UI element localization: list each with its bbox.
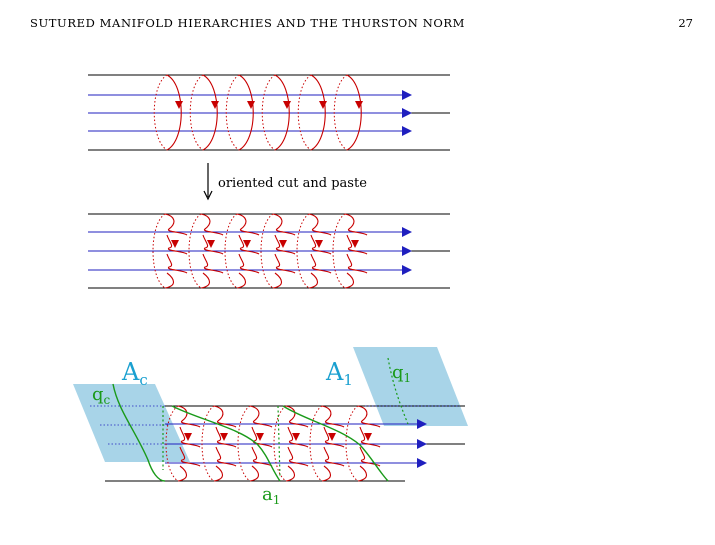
meridian-loop-back — [189, 74, 204, 151]
meridian-loop-back — [273, 405, 287, 482]
green-curve-qc — [112, 383, 166, 482]
surgered-loop — [236, 213, 260, 289]
surgered-loop — [164, 213, 188, 289]
red-arrowhead — [256, 433, 264, 441]
meridian-loop-back — [188, 213, 202, 289]
surgered-loop — [200, 213, 224, 289]
label-Ac: Ac — [121, 358, 148, 389]
label-A1: A1 — [325, 358, 353, 389]
meridian-loop-back — [237, 405, 251, 482]
meridian-loop-front — [274, 74, 290, 151]
top-diagram — [88, 74, 450, 151]
meridian-loop-front — [310, 74, 326, 151]
green-dotted-curve-q1 — [387, 357, 409, 425]
surgered-loop — [344, 213, 368, 289]
red-arrowhead — [328, 433, 336, 441]
meridian-loop-back — [165, 405, 179, 482]
surgered-loop — [285, 405, 309, 482]
red-arrowhead — [351, 240, 359, 248]
meridian-loop-back — [260, 213, 274, 289]
middle-diagram — [88, 213, 450, 289]
red-arrowhead — [315, 240, 323, 248]
meridian-loop-back — [201, 405, 215, 482]
red-arrowhead — [211, 101, 219, 109]
red-arrowhead — [220, 433, 228, 441]
label-qc: qc — [92, 384, 111, 407]
meridian-loop-front — [238, 74, 254, 151]
surgered-loop — [213, 405, 237, 482]
meridian-loop-back — [296, 213, 310, 289]
surgered-loop — [357, 405, 381, 482]
red-arrowhead — [207, 240, 215, 248]
green-curve-a1 — [171, 405, 281, 482]
arrow-label: oriented cut and paste — [218, 176, 367, 191]
meridian-loop-front — [346, 74, 362, 151]
meridian-loop-back — [224, 213, 238, 289]
red-arrowhead — [279, 240, 287, 248]
red-arrowhead — [292, 433, 300, 441]
surgered-loop — [272, 213, 296, 289]
meridian-loop-front — [202, 74, 218, 151]
meridian-loop-back — [345, 405, 359, 482]
red-arrowhead — [319, 101, 327, 109]
annulus-A1 — [353, 347, 468, 426]
surgered-loop — [177, 405, 201, 482]
meridian-loop-back — [297, 74, 312, 151]
red-arrowhead — [355, 101, 363, 109]
bottom-diagram: Ac qc A1 q1 a1 — [73, 347, 468, 507]
page-number: 27 — [678, 16, 693, 30]
running-head: SUTURED MANIFOLD HIERARCHIES AND THE THU… — [30, 16, 466, 30]
meridian-loop-back — [332, 213, 346, 289]
page-header: SUTURED MANIFOLD HIERARCHIES AND THE THU… — [0, 16, 715, 36]
label-q1: q1 — [392, 362, 411, 385]
meridian-loop-back — [309, 405, 323, 482]
meridian-loop-back — [225, 74, 240, 151]
surgered-loop — [321, 405, 345, 482]
red-arrowhead — [243, 240, 251, 248]
meridian-loop-back — [261, 74, 276, 151]
red-arrowhead — [175, 101, 183, 109]
red-arrowhead — [171, 240, 179, 248]
red-arrowhead — [364, 433, 372, 441]
green-dotted-curve — [277, 405, 281, 479]
red-arrowhead — [247, 101, 255, 109]
surgered-loop — [308, 213, 332, 289]
green-curve — [282, 405, 389, 482]
cut-paste-arrow: oriented cut and paste — [203, 163, 367, 201]
meridian-loop-back — [333, 74, 348, 151]
label-a1: a1 — [262, 484, 280, 507]
annulus-Ac — [73, 384, 190, 462]
meridian-loop-back — [152, 213, 166, 289]
red-arrowhead — [184, 433, 192, 441]
meridian-loop-front — [166, 74, 182, 151]
red-arrowhead — [283, 101, 291, 109]
meridian-loop-back — [153, 74, 168, 151]
